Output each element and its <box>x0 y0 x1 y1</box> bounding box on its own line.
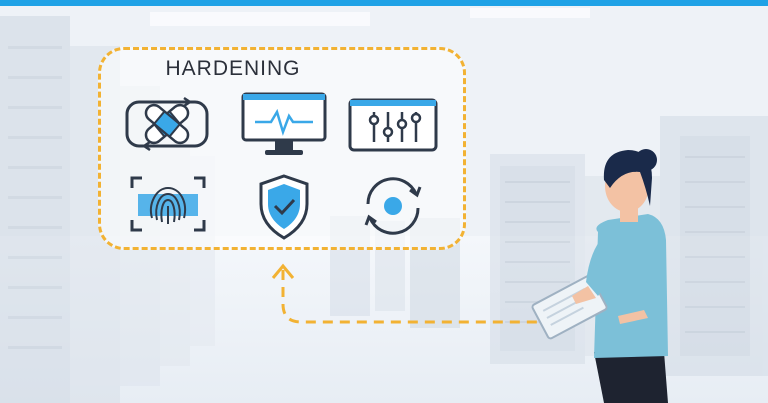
sliders-icon <box>348 98 438 152</box>
refresh-cycle-icon <box>358 174 428 238</box>
fingerprint-icon <box>128 174 208 234</box>
monitor-pulse-icon <box>241 92 327 158</box>
shield-check-icon <box>258 174 310 240</box>
top-accent-bar <box>0 0 768 6</box>
panel-title: HARDENING <box>165 57 301 80</box>
bandage-icon <box>124 96 210 154</box>
